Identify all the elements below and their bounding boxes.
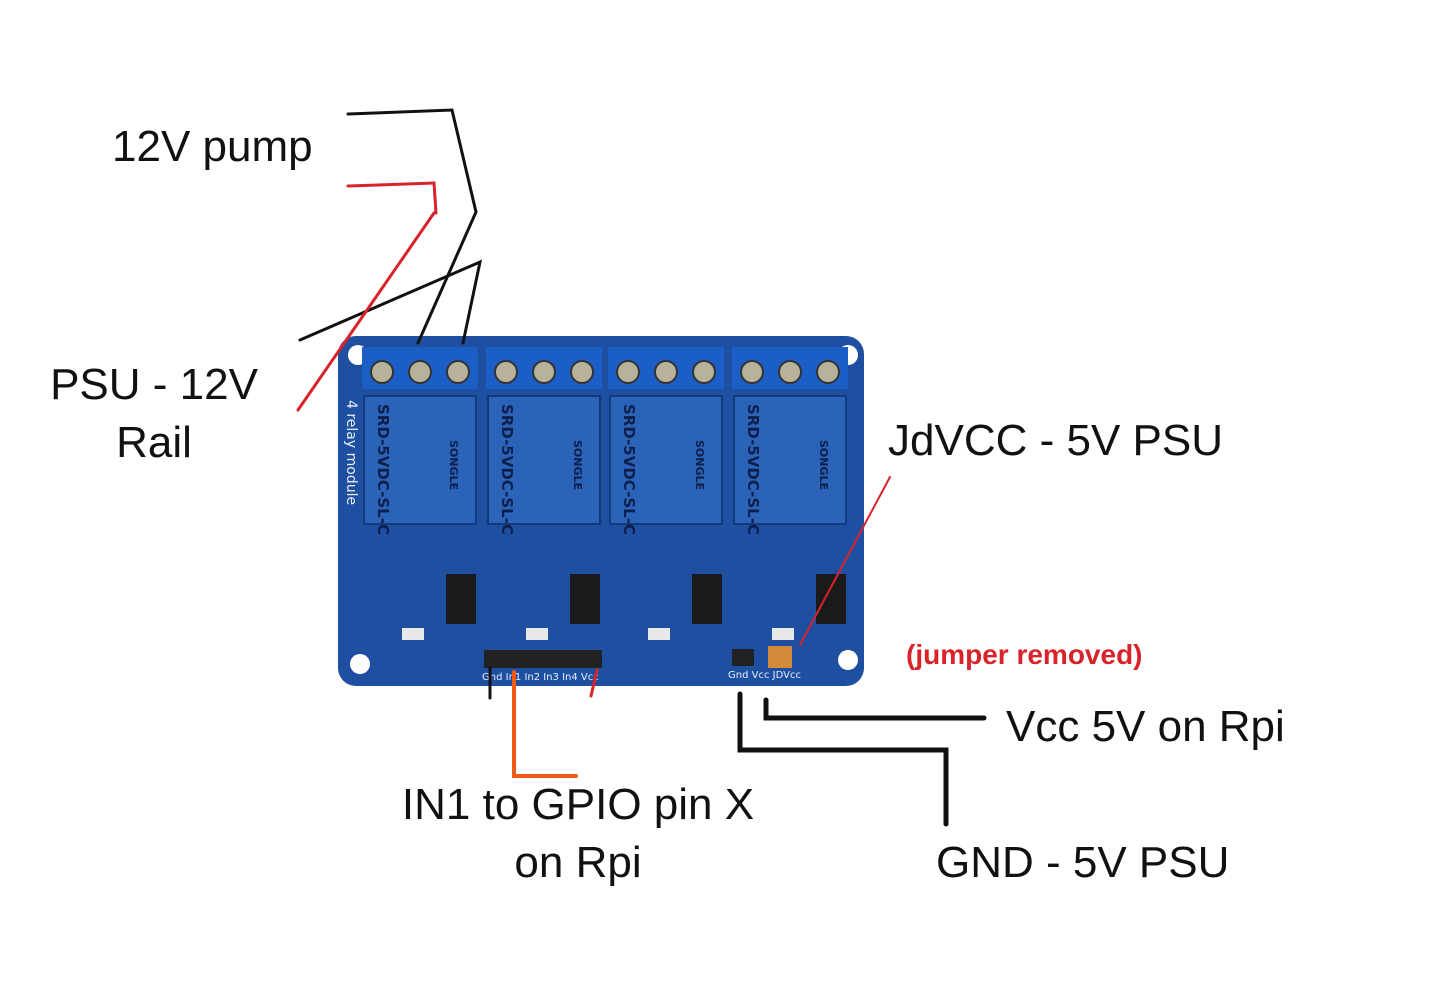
terminal-screw: [816, 360, 840, 384]
wire-in1-orange: [512, 670, 578, 778]
relay-model: SRD-5VDC-SL-C: [744, 404, 762, 535]
input-header-labels: Gnd In1 In2 In3 In4 Vcc: [482, 672, 599, 683]
label-gnd-psu: GND - 5V PSU: [936, 838, 1230, 887]
relay-model: SRD-5VDC-SL-C: [620, 404, 638, 535]
terminal-screw: [532, 360, 556, 384]
terminal-screw: [692, 360, 716, 384]
relay-brand: SONGLE: [447, 440, 460, 490]
relay-model: SRD-5VDC-SL-C: [498, 404, 516, 535]
wire-psu-black: [298, 259, 483, 345]
status-led: [526, 628, 548, 640]
wire-vcc-rpi: [763, 697, 987, 721]
terminal-screw: [370, 360, 394, 384]
status-led: [402, 628, 424, 640]
relay-3: SRD-5VDC-SL-C SONGLE: [608, 347, 724, 640]
relay-2: SRD-5VDC-SL-C SONGLE: [486, 347, 602, 640]
relay-4: SRD-5VDC-SL-C SONGLE: [732, 347, 848, 640]
label-jdvcc: JdVCC - 5V PSU: [888, 416, 1223, 465]
wire-jdvcc-red: [799, 476, 891, 646]
relay-body: [733, 395, 847, 525]
status-led: [772, 628, 794, 640]
input-header-pins: [484, 650, 602, 668]
mount-hole: [838, 650, 858, 670]
terminal-screw: [570, 360, 594, 384]
wire-psu-red: [296, 211, 436, 412]
terminal-screw: [778, 360, 802, 384]
label-psu-12v-line2: Rail: [116, 418, 192, 467]
label-jumper-removed: (jumper removed): [906, 639, 1143, 670]
terminal-screw: [740, 360, 764, 384]
power-header-pins: [732, 649, 754, 666]
relay-model: SRD-5VDC-SL-C: [374, 404, 392, 535]
relay-body: [363, 395, 477, 525]
relay-brand: SONGLE: [693, 440, 706, 490]
relay-body: [609, 395, 723, 525]
wire-gnd-psu: [737, 691, 949, 827]
power-header-labels: Gnd Vcc JDVcc: [728, 670, 801, 681]
label-in1-line1: IN1 to GPIO pin X: [401, 780, 755, 829]
relay-1: SRD-5VDC-SL-C SONGLE: [362, 347, 478, 640]
mount-hole: [350, 654, 370, 674]
optocoupler: [446, 574, 476, 624]
jdvcc-pins: [768, 646, 792, 668]
board-title: 4 relay module: [343, 400, 359, 505]
relay-brand: SONGLE: [571, 440, 584, 490]
optocoupler: [816, 574, 846, 624]
optocoupler: [692, 574, 722, 624]
relay-body: [487, 395, 601, 525]
label-psu-12v: PSU - 12V Rail: [36, 356, 272, 472]
wire-pump-red: [346, 181, 438, 215]
optocoupler: [570, 574, 600, 624]
terminal-screw: [616, 360, 640, 384]
label-in1: IN1 to GPIO pin X on Rpi: [376, 776, 780, 892]
terminal-screw: [446, 360, 470, 384]
terminal-screw: [408, 360, 432, 384]
wire-vcc-stub: [589, 668, 599, 698]
label-in1-line2: on Rpi: [514, 838, 642, 887]
status-led: [648, 628, 670, 640]
terminal-screw: [654, 360, 678, 384]
label-pump: 12V pump: [112, 122, 313, 171]
wires: [296, 108, 987, 827]
label-vcc-rpi: Vcc 5V on Rpi: [1006, 702, 1285, 751]
label-psu-12v-line1: PSU - 12V: [50, 360, 258, 409]
terminal-screw: [494, 360, 518, 384]
relay-brand: SONGLE: [817, 440, 830, 490]
